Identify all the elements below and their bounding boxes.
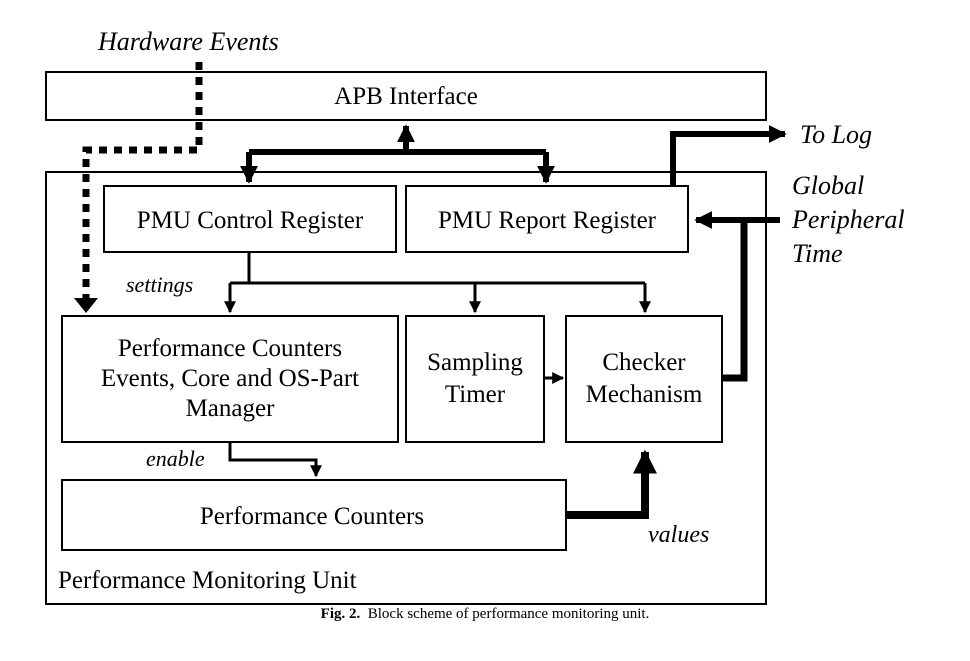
figure-caption: Fig. 2. Block scheme of performance moni… — [0, 606, 970, 623]
global-time-label-1: Global — [792, 171, 864, 200]
settings-label: settings — [126, 272, 193, 297]
pmu-title: Performance Monitoring Unit — [58, 567, 357, 594]
values-arrow — [566, 449, 657, 519]
enable-arrow — [228, 442, 322, 478]
pmu-control-register-label: PMU Control Register — [137, 207, 364, 234]
caption-label: Fig. 2. — [320, 606, 361, 622]
hardware-events-label: Hardware Events — [97, 27, 279, 56]
values-label: values — [648, 522, 709, 548]
pmu-report-register-box — [405, 185, 689, 253]
pmu-report-register-label: PMU Report Register — [438, 207, 657, 234]
to-log-arrow — [670, 125, 787, 186]
apb-interface-box — [45, 71, 767, 121]
checker-to-report-arrow — [722, 220, 748, 382]
global-time-label-3: Time — [792, 239, 843, 268]
checker-mechanism-box — [565, 315, 723, 443]
enable-label: enable — [146, 446, 205, 471]
apb-interface-label: APB Interface — [334, 83, 478, 110]
sampling-timer-box — [405, 315, 545, 443]
checker-mechanism-label-2: Mechanism — [586, 381, 703, 408]
perf-manager-label-1: Performance Counters — [118, 335, 342, 362]
caption-text: Block scheme of performance monitoring u… — [367, 606, 650, 622]
to-log-label: To Log — [800, 120, 872, 149]
checker-mechanism-label-1: Checker — [602, 349, 686, 376]
performance-counters-label: Performance Counters — [200, 503, 424, 530]
perf-manager-label-2: Events, Core and OS-Part — [101, 365, 359, 392]
sampling-timer-label-1: Sampling — [427, 349, 523, 376]
pmu-outer-box — [45, 171, 767, 605]
global-time-label-2: Peripheral — [791, 205, 905, 234]
hardware-events-arrowhead — [74, 298, 98, 313]
sampling-timer-label-2: Timer — [445, 381, 506, 408]
pmu-control-register-box — [103, 185, 397, 253]
perf-manager-label-3: Manager — [186, 395, 276, 422]
hardware-events-dotted-line — [82, 62, 203, 300]
